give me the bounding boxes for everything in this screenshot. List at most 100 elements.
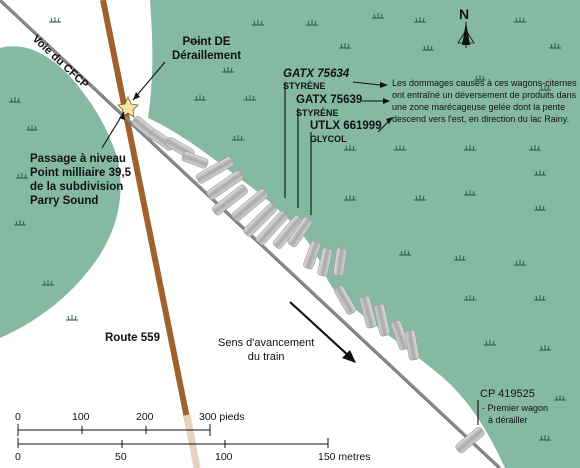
scale-feet-100: 100	[72, 411, 90, 423]
level-crossing-label: Passage à niveau Point milliaire 39,5 de…	[30, 152, 131, 208]
derailed-car	[404, 329, 420, 361]
north-arrow-icon	[457, 22, 475, 48]
road-559-fade	[183, 414, 201, 468]
derailed-car	[287, 216, 313, 248]
level-crossing-line1: Passage à niveau	[30, 153, 126, 165]
tank-car-1-id: GATX 75634	[283, 68, 350, 80]
marsh-symbol	[474, 75, 486, 81]
derailed-car	[303, 240, 321, 270]
level-crossing-line2: Point milliaire 39,5	[30, 167, 131, 179]
marsh-symbol	[232, 135, 244, 141]
derailed-car	[317, 247, 333, 277]
derailment-point-star	[117, 95, 139, 118]
marsh-symbol	[49, 17, 61, 23]
derailed-car	[206, 170, 244, 200]
marsh-symbol	[422, 45, 434, 51]
marsh-symbol	[514, 17, 526, 23]
derailed-car	[181, 151, 209, 169]
tank-car-2-product: STYRÈNE	[296, 108, 339, 118]
road-559	[100, 0, 200, 468]
marsh-symbol	[549, 43, 561, 49]
scale-metres-0: 0	[15, 451, 21, 463]
marsh-symbol	[514, 260, 526, 266]
marsh-symbol	[534, 170, 546, 176]
direction-label-line1: Sens d'avancement	[218, 337, 315, 349]
marsh-symbol	[414, 17, 426, 23]
north-label: N	[459, 6, 470, 22]
scale-feet-0: 0	[15, 411, 21, 423]
train-direction-arrow	[289, 301, 356, 363]
swamp-area-northeast	[148, 0, 580, 468]
derailed-car	[333, 247, 347, 277]
level-crossing-line4: Parry Sound	[30, 195, 99, 207]
marsh-symbol	[399, 250, 411, 256]
marsh-symbol	[26, 125, 38, 131]
marsh-symbol	[306, 20, 318, 26]
marsh-symbol	[464, 145, 476, 151]
tank-car-2-id: GATX 75639	[296, 94, 363, 106]
spill-note: Les dommages causés à ces wagons-citerne…	[392, 77, 577, 125]
derailment-point-label-line2: Déraillement	[172, 50, 242, 62]
marsh-symbol	[222, 67, 234, 73]
first-car-note-line2: à dérailler	[488, 415, 528, 425]
scale-metres-150: 150 metres	[318, 451, 371, 463]
derailment-point-label-line1: Point DE	[182, 36, 231, 48]
first-car-note: - Premier wagon à dérailler	[482, 402, 548, 426]
marsh-symbol	[534, 205, 546, 211]
leader-arrowheads	[119, 82, 393, 124]
spill-note-line3: une zone marécageuse gelée dont la pente	[392, 102, 566, 112]
marsh-symbol	[189, 37, 201, 43]
derailed-car	[195, 156, 235, 184]
leader-lines	[101, 61, 479, 425]
road-label: Route 559	[105, 332, 160, 344]
tank-car-3-product: GLYCOL	[310, 134, 347, 144]
marsh-symbol	[539, 345, 551, 351]
scale-feet-300: 300 pieds	[199, 411, 245, 423]
scale-metres-100: 100	[215, 451, 233, 463]
marsh-symbol	[484, 340, 496, 346]
marsh-symbol	[9, 97, 21, 103]
level-crossing-line3: de la subdivision	[30, 181, 124, 193]
marsh-symbol	[414, 195, 426, 201]
spill-note-line1: Les dommages causés à ces wagons-citerne…	[392, 78, 577, 88]
marsh-symbol	[252, 20, 264, 26]
tank-car-3-id: UTLX 661999	[310, 120, 382, 132]
derailed-car	[231, 188, 269, 222]
scale-bar	[17, 424, 329, 448]
derailment-point-label: Point DE Déraillement	[172, 35, 241, 63]
scale-metres-50: 50	[115, 451, 127, 463]
derailed-car	[243, 203, 277, 237]
marsh-symbol	[464, 295, 476, 301]
derailed-car	[333, 285, 357, 315]
first-car-note-line1: - Premier wagon	[482, 403, 549, 413]
derailed-car	[455, 426, 485, 454]
spill-note-line4: descend vers l'est, en direction du lac …	[392, 114, 570, 124]
marsh-symbol	[539, 85, 551, 91]
marsh-symbol	[344, 195, 356, 201]
marsh-symbol	[534, 295, 546, 301]
first-car-id: CP 419525	[480, 388, 535, 400]
derailed-car	[212, 184, 248, 216]
marsh-symbol	[42, 280, 54, 286]
derailed-car	[255, 210, 289, 246]
marsh-symbol	[66, 315, 78, 321]
marsh-symbol	[194, 95, 206, 101]
marsh-symbol	[339, 43, 351, 49]
direction-label: Sens d'avancement du train	[218, 336, 314, 364]
marsh-symbol	[14, 220, 26, 226]
marsh-symbol	[454, 255, 466, 261]
marsh-symbol	[16, 173, 28, 179]
marsh-symbol	[244, 95, 256, 101]
marsh-symbol	[372, 13, 384, 19]
marsh-symbol	[394, 145, 406, 151]
spill-note-line2: ont entraîné un déversement de produits …	[392, 90, 577, 100]
marsh-symbol	[554, 395, 566, 401]
scale-feet-200: 200	[136, 411, 154, 423]
marsh-symbol	[539, 435, 551, 441]
derailed-car	[374, 303, 390, 337]
marsh-symbols	[9, 13, 566, 441]
marsh-symbol	[344, 145, 356, 151]
derailed-car	[359, 295, 377, 329]
